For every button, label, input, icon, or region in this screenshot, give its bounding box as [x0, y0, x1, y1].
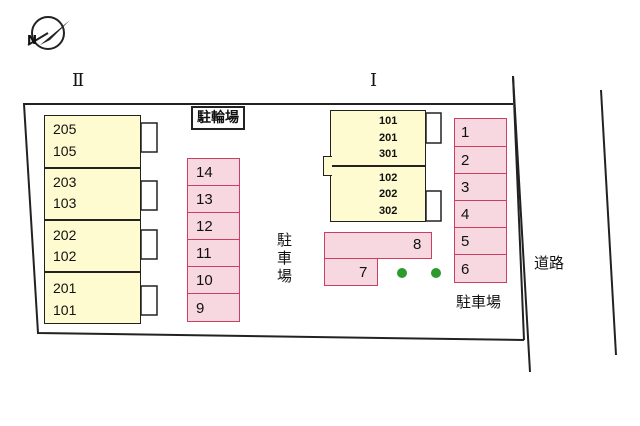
- building-ii-unit: 203 103: [44, 168, 141, 220]
- parking-space: 4: [454, 200, 507, 228]
- unit-number: 201: [379, 132, 398, 144]
- building-i-balconies: [425, 112, 442, 222]
- unit-number-lower: 103: [53, 195, 77, 211]
- parking-space-number: 3: [461, 179, 470, 196]
- building-ii-label: Ⅱ: [72, 70, 85, 91]
- tree-icon: [431, 268, 441, 278]
- unit-number-lower: 101: [53, 302, 77, 318]
- parking-space-number: 2: [461, 152, 470, 169]
- site-boundary: [22, 103, 525, 341]
- unit-number: 102: [379, 172, 398, 184]
- parking-space: 12: [187, 212, 240, 240]
- tree-icon: [397, 268, 407, 278]
- unit-number: 202: [379, 188, 398, 200]
- parking-center-label: 駐車場: [274, 232, 293, 291]
- parking-space-number: 1: [461, 124, 470, 141]
- parking-space-number: 11: [196, 245, 212, 262]
- parking-space: 7: [324, 258, 378, 286]
- building-i-label: Ⅰ: [370, 70, 378, 91]
- parking-space-number: 7: [359, 264, 368, 281]
- unit-number: 302: [379, 205, 398, 217]
- building-ii-unit: 201 101: [44, 272, 141, 324]
- bicycle-parking-label: 駐輪場: [191, 106, 245, 130]
- parking-space: 10: [187, 266, 240, 294]
- parking-space-number: 10: [196, 272, 213, 289]
- parking-space: 9: [187, 293, 240, 322]
- parking-space-number: 9: [196, 300, 205, 317]
- parking-space: 13: [187, 185, 240, 213]
- parking-space-number: 8: [413, 236, 422, 253]
- building-ii-unit: 205 105: [44, 115, 141, 168]
- unit-number-upper: 201: [53, 280, 77, 296]
- unit-number: 301: [379, 148, 398, 160]
- parking-space-number: 12: [196, 218, 213, 235]
- parking-space-number: 5: [461, 233, 470, 250]
- unit-number-lower: 105: [53, 143, 77, 159]
- road-edge-right: [600, 89, 617, 356]
- unit-number-upper: 203: [53, 174, 77, 190]
- parking-space-number: 13: [196, 191, 213, 208]
- north-arrow-icon: [27, 16, 70, 50]
- road-edge-left: [512, 75, 531, 373]
- building-ii-balconies: [140, 122, 158, 316]
- parking-space: 6: [454, 254, 507, 283]
- building-i-notch: [323, 156, 332, 176]
- unit-number-upper: 205: [53, 121, 77, 137]
- parking-space: 14: [187, 158, 240, 186]
- parking-center-label-text: 駐車場: [275, 232, 293, 286]
- unit-number-lower: 102: [53, 248, 77, 264]
- unit-number-upper: 202: [53, 227, 77, 243]
- road-label: 道路: [534, 254, 565, 272]
- parking-space: 3: [454, 173, 507, 201]
- building-ii-unit: 202 102: [44, 220, 141, 272]
- building-i-upper-block: 101 201 301: [330, 110, 426, 166]
- north-letter: N: [27, 33, 38, 47]
- parking-center-group: 14 13 12 11 10 9: [187, 158, 240, 323]
- parking-right-label: 駐車場: [456, 293, 502, 311]
- parking-space: 11: [187, 239, 240, 267]
- parking-space-number: 6: [461, 261, 470, 278]
- parking-space: 2: [454, 146, 507, 174]
- unit-number: 101: [379, 115, 398, 127]
- parking-space-number: 4: [461, 206, 470, 223]
- parking-space-number: 14: [196, 164, 213, 181]
- parking-space: 1: [454, 118, 507, 147]
- parking-space: 5: [454, 227, 507, 255]
- building-i-lower-block: 102 202 302: [330, 166, 426, 222]
- parking-right-group: 1 2 3 4 5 6: [454, 118, 507, 285]
- parking-space: 8: [324, 232, 432, 259]
